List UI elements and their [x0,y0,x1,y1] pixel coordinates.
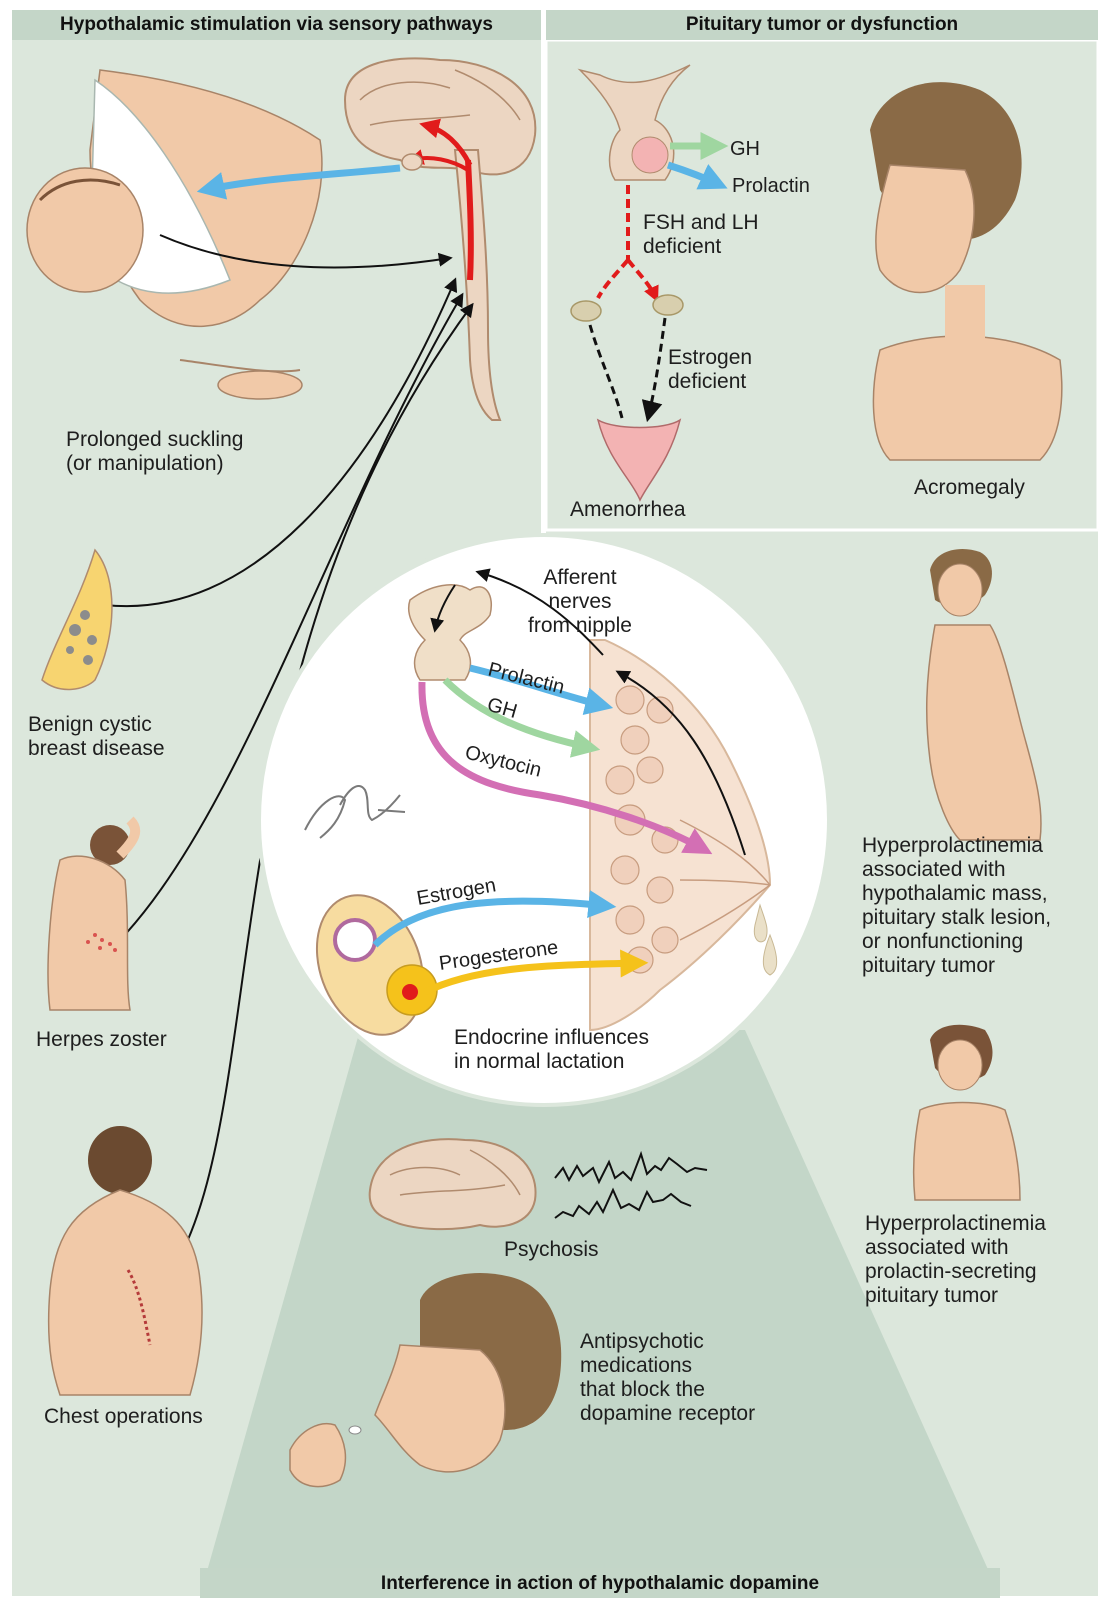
cystic-breast-label: Benign cystic breast disease [28,713,165,761]
chest-operations-label: Chest operations [44,1405,203,1429]
hyperprolactinemia-mass-label: Hyperprolactinemia associated with hypot… [862,834,1051,978]
psychosis-label: Psychosis [504,1238,599,1262]
hyperprolactinemia-tumor-label: Hyperprolactinemia associated with prola… [865,1212,1046,1308]
amenorrhea-label: Amenorrhea [570,498,686,522]
pituitary-prolactin-label: Prolactin [732,175,810,197]
fsh-lh-deficient-label: FSH and LH deficient [643,211,759,259]
pituitary-gh-label: GH [730,138,760,160]
right-ovary [653,295,683,315]
left-ovary [571,301,601,321]
bottom-panel-header: Interference in action of hypothalamic d… [200,1573,1000,1595]
antipsychotic-label: Antipsychotic medications that block the… [580,1330,755,1426]
herpes-zoster-label: Herpes zoster [36,1028,167,1052]
estrogen-deficient-label: Estrogen deficient [668,346,752,394]
endocrine-influences-caption: Endocrine influences in normal lactation [454,1026,649,1074]
right-panel-header: Pituitary tumor or dysfunction [546,14,1098,36]
left-panel-header: Hypothalamic stimulation via sensory pat… [12,14,541,36]
afferent-nerves-label: Afferent nerves from nipple [490,566,670,638]
acromegaly-label: Acromegaly [914,476,1025,500]
brain-lateral-illustration [370,1139,536,1229]
suckling-label: Prolonged suckling (or manipulation) [66,428,243,476]
